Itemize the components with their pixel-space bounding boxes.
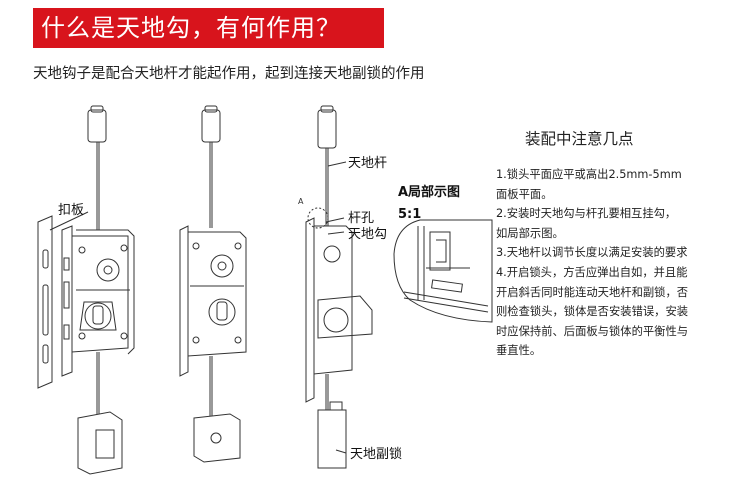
label-kouban: 扣板 [58, 203, 84, 218]
note-line: 如局部示图。 [496, 226, 564, 240]
detail-view-a [393, 219, 493, 323]
note-line: 开启斜舌同时能连动天地杆和副锁，否 [496, 285, 689, 299]
note-line: 时应保持前、后面板与锁体的平衡性与 [496, 324, 689, 338]
detail-view-scale: 5:1 [398, 207, 421, 222]
assembly-notes: 1.锁头平面应平或高出2.5mm-5mm 面板平面。 2.安装时天地勾与杆孔要相… [496, 165, 728, 361]
detail-marker-a: A [298, 197, 304, 206]
label-tiandigan: 天地杆 [348, 156, 387, 171]
lock-body-drawing-3 [305, 105, 373, 469]
page-subtitle: 天地钩子是配合天地杆才能起作用，起到连接天地副锁的作用 [33, 66, 425, 82]
label-tiandigou: 天地勾 [348, 227, 387, 242]
page-title: 什么是天地勾，有何作用？ [41, 14, 341, 42]
lock-body-drawing-2 [179, 105, 247, 463]
label-tiandi-fusuo: 天地副锁 [350, 446, 402, 462]
note-line: 1.锁头平面应平或高出2.5mm-5mm [496, 168, 682, 181]
title-banner: 什么是天地勾，有何作用？ [33, 8, 384, 48]
note-line: 则检查锁头，锁体是否安装错误，安装 [496, 305, 689, 319]
note-line: 垂直性。 [496, 344, 542, 358]
label-ganokong: 杆孔 [348, 211, 374, 226]
callout-leaders [49, 161, 347, 454]
note-line: 2.安装时天地勾与杆孔要相互挂勾， [496, 207, 677, 221]
notes-heading: 装配中注意几点 [525, 130, 634, 148]
note-line: 面板平面。 [496, 187, 553, 201]
note-line: 4.开启锁头，方舌应弹出自如，并且能 [496, 265, 688, 279]
note-line: 3.天地杆以调节长度以满足安装的要求 [496, 246, 688, 260]
detail-view-title: A局部示图 [398, 184, 460, 200]
lock-body-drawing-1 [37, 105, 135, 475]
